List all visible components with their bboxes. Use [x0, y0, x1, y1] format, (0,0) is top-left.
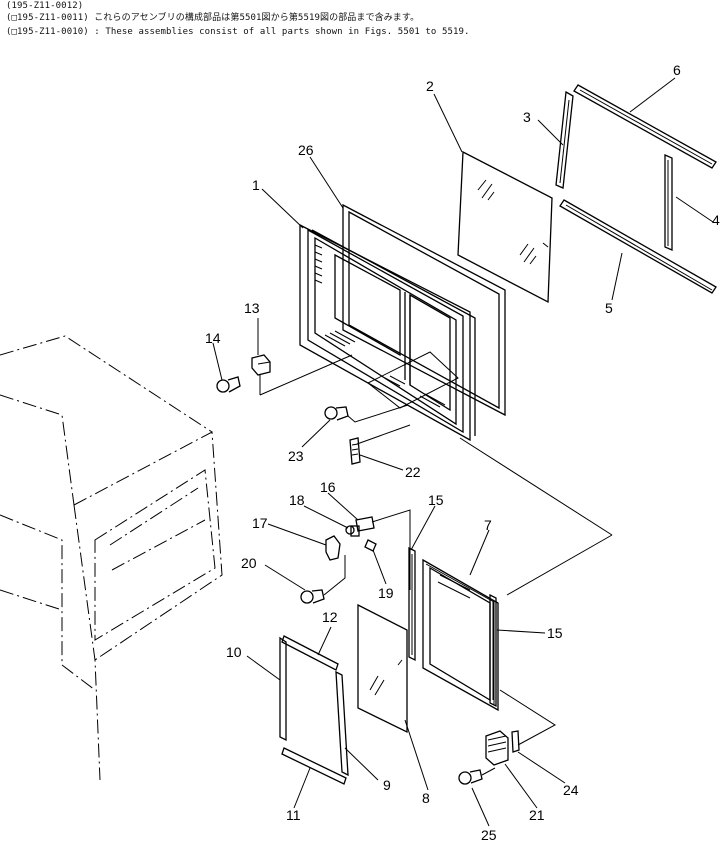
callout-leaders: [212, 77, 714, 827]
callout-9: 9: [383, 777, 391, 793]
part-19-pin: [364, 539, 377, 552]
callout-4: 4: [712, 212, 720, 228]
header-line-1: (195-Z11-0012): [6, 1, 84, 11]
callout-3: 3: [523, 109, 531, 125]
callout-1: 1: [252, 177, 260, 193]
callout-16: 16: [320, 479, 336, 495]
part-23-bolt: [324, 406, 349, 421]
callout-18: 18: [289, 492, 305, 508]
part-14-bolt: [216, 376, 241, 393]
callout-20: 20: [241, 555, 257, 571]
leader-23: [347, 404, 409, 423]
part-22-clip: [349, 437, 361, 465]
part-15-strip-left: [408, 546, 416, 662]
part-6-seal: [573, 84, 717, 169]
latch-leaders: [323, 509, 411, 596]
part-18-washer: [345, 525, 360, 537]
callout-6: 6: [673, 62, 681, 78]
leader-22: [356, 424, 411, 445]
connector-line-2: [506, 534, 613, 596]
callout-5: 5: [605, 300, 613, 316]
callout-22: 22: [405, 464, 421, 480]
callout-25: 25: [481, 827, 497, 843]
part-16-plate: [355, 516, 375, 532]
part-8-glass: [357, 603, 408, 734]
callout-7: 7: [484, 517, 492, 533]
part-4-seal: [664, 154, 673, 251]
connector-line: [459, 437, 613, 536]
callout-24: 24: [563, 782, 579, 798]
callout-12: 12: [322, 609, 338, 625]
callout-26: 26: [298, 142, 314, 158]
callout-10: 10: [226, 644, 242, 660]
callout-14: 14: [205, 330, 221, 346]
part-7-frame: [422, 558, 499, 712]
callout-15-lower: 15: [547, 625, 563, 641]
part-11-seal: [281, 747, 347, 785]
callout-11: 11: [286, 807, 301, 823]
part-5-seal: [559, 199, 717, 294]
header-line-2: (□195-Z11-0011) これらのアセンブリの構成部品は第5501図から第…: [6, 13, 420, 23]
callout-13: 13: [244, 300, 260, 316]
part-2-glass: [457, 150, 553, 304]
part-12-seal: [281, 635, 339, 671]
part-20-bolt: [300, 589, 325, 604]
cab-body: [0, 335, 223, 781]
part-3-seal: [555, 90, 574, 189]
callout-numbers: 1 2 3 4 5 6 7 8 9 10 11 12 13 14 15 15 1…: [205, 62, 720, 843]
part-1-window-frame: [259, 223, 476, 442]
part-9-seal: [335, 670, 349, 777]
callout-8: 8: [422, 790, 430, 806]
callout-2: 2: [426, 78, 434, 94]
part-10-seal: [279, 636, 287, 742]
callout-15-upper: 15: [428, 492, 444, 508]
part-15-strip-right: [489, 593, 497, 708]
callout-19: 19: [378, 585, 394, 601]
callout-17: 17: [252, 515, 268, 531]
part-25-bolt: [458, 769, 483, 785]
lower-leaders: [481, 689, 556, 776]
callout-23: 23: [288, 448, 304, 464]
part-17-handle: [325, 535, 341, 561]
part-26-seal: [342, 203, 506, 417]
part-13-nut: [251, 354, 271, 376]
part-24-clip: [511, 730, 520, 753]
header-line-3: (□195-Z11-0010) : These assemblies consi…: [6, 27, 470, 37]
part-21-block: [485, 730, 509, 766]
callout-21: 21: [529, 807, 545, 823]
